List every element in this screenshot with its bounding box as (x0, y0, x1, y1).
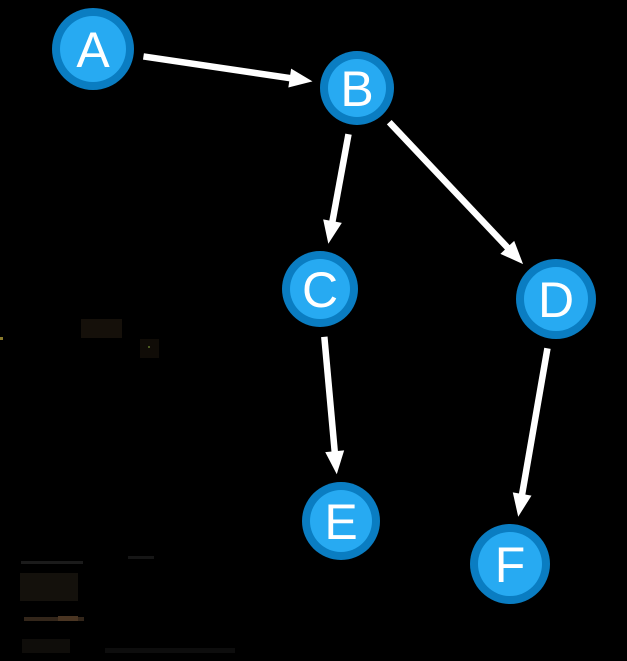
node-body (478, 532, 542, 596)
node-B[interactable]: B (320, 51, 394, 125)
node-body (60, 16, 126, 82)
node-E[interactable]: E (302, 482, 380, 560)
node-body (290, 259, 350, 319)
edge-arrowhead-icon (288, 68, 313, 88)
edge-C-E (321, 336, 345, 475)
node-F[interactable]: F (470, 524, 550, 604)
node-A[interactable]: A (52, 8, 134, 90)
edge-line (386, 119, 512, 252)
edge-arrowhead-icon (500, 240, 524, 265)
edge-line (518, 347, 551, 497)
edge-line (321, 336, 339, 454)
edge-line (328, 133, 352, 224)
node-C[interactable]: C (282, 251, 358, 327)
edge-D-F (512, 347, 551, 517)
node-body (310, 490, 372, 552)
node-body (524, 267, 588, 331)
edge-arrowhead-icon (323, 219, 342, 244)
edge-B-C (323, 133, 352, 244)
edge-B-D (386, 119, 524, 265)
node-body (328, 59, 386, 117)
node-D[interactable]: D (516, 259, 596, 339)
edge-A-B (142, 53, 313, 88)
edge-arrowhead-icon (325, 450, 345, 475)
edge-line (142, 53, 293, 82)
edge-arrowhead-icon (512, 492, 532, 517)
